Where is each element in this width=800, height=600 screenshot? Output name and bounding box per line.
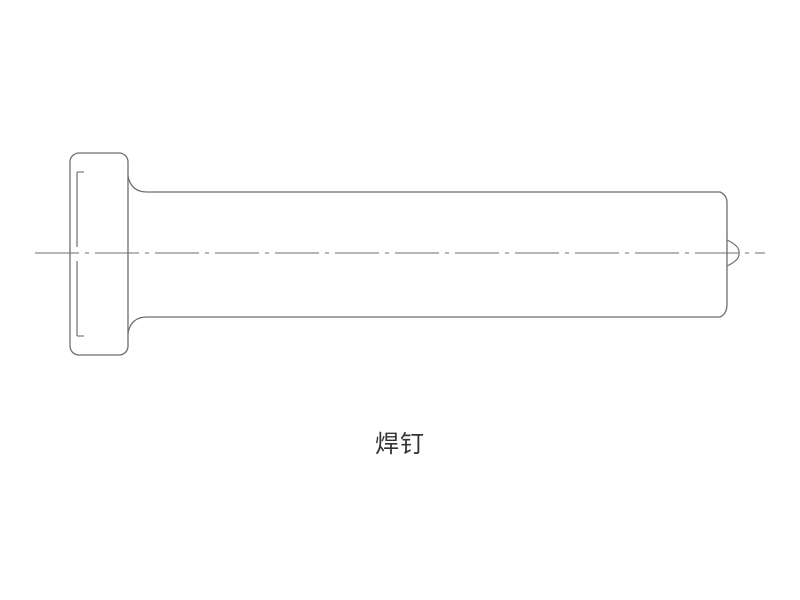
drawing-caption: 焊钉	[375, 430, 425, 458]
stud-shank	[127, 175, 728, 334]
stud-head	[69, 152, 129, 356]
stud-tip	[726, 239, 740, 267]
